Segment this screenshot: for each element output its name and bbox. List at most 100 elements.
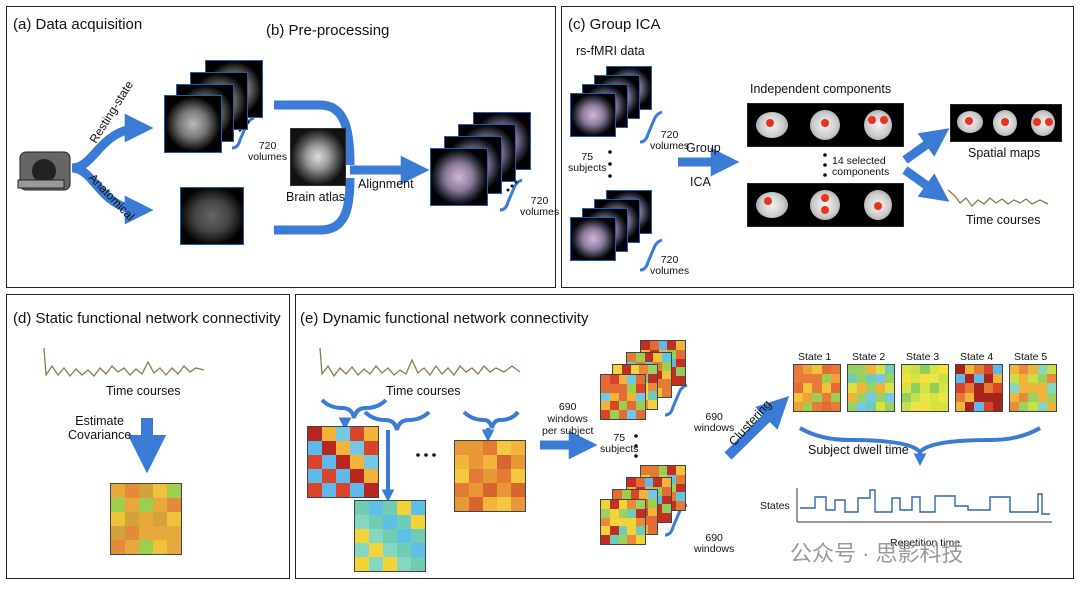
matrix-cell: [644, 478, 654, 487]
matrix-cell: [902, 383, 912, 393]
matrix-cell: [411, 515, 425, 529]
matrix-cell: [455, 497, 469, 511]
matrix-cell: [125, 498, 139, 512]
matrix-cell: [938, 374, 948, 384]
matrix-cell: [609, 410, 619, 419]
matrix-cell: [636, 383, 645, 393]
matrix-cell: [350, 441, 364, 455]
matrix-cell: [875, 401, 885, 411]
volumes-a: volumes: [248, 151, 288, 163]
matrix-cell: [983, 365, 993, 375]
matrix-cell: [866, 401, 876, 411]
windows-label-n1: 690: [705, 411, 723, 423]
matrix-cell: [875, 392, 885, 402]
matrix-cell: [618, 410, 628, 419]
matrix-cell: [497, 469, 511, 483]
subjects-n-e: 75: [613, 432, 626, 444]
matrix-cell: [920, 365, 930, 375]
matrix-cell: [609, 401, 619, 411]
matrix-cell: [364, 469, 378, 483]
matrix-cell: [322, 455, 336, 469]
matrix-cell: [857, 365, 867, 375]
matrix-cell: [609, 383, 619, 393]
ica-label: ICA: [690, 175, 711, 189]
matrix-cell: [812, 401, 822, 411]
matrix-cell: [618, 500, 628, 509]
matrix-cell: [641, 341, 650, 350]
matrix-cell: [794, 401, 804, 411]
matrix-cell: [139, 512, 153, 526]
matrix-cell: [821, 383, 831, 393]
matrix-cell: [497, 483, 511, 497]
matrix-cell: [609, 500, 619, 509]
matrix-cell: [601, 517, 610, 527]
volume-count-b: 720 volumes: [520, 196, 559, 218]
matrix-cell: [1037, 365, 1047, 375]
matrix-cell: [830, 392, 840, 402]
matrix-cell: [167, 484, 181, 498]
matrix-cell: [336, 455, 350, 469]
matrix-cell: [627, 500, 637, 509]
matrix-cell: [929, 392, 939, 402]
matrix-cell: [812, 383, 822, 393]
matrix-cell: [125, 526, 139, 540]
matrix-cell: [411, 501, 425, 515]
matrix-cell: [983, 383, 993, 393]
matrix-cell: [902, 374, 912, 384]
matrix-cell: [812, 374, 822, 384]
matrix-cell: [618, 535, 628, 544]
matrix-cell: [884, 392, 894, 402]
matrix-cell: [383, 515, 397, 529]
matrix-cell: [511, 483, 525, 497]
matrix-cell: [167, 540, 181, 554]
dwell-time-label: Subject dwell time: [808, 443, 909, 457]
matrix-cell: [308, 469, 322, 483]
time-courses-label-e: Time courses: [386, 384, 461, 398]
per-subject-word: per subject: [542, 425, 594, 437]
matrix-cell: [662, 478, 671, 487]
matrix-cell: [884, 383, 894, 393]
subjects-n-c: 75: [581, 151, 594, 163]
matrix-cell: [676, 341, 685, 350]
matrix-cell: [648, 400, 657, 409]
subject75-volume-4: [570, 217, 616, 261]
matrix-cell: [111, 512, 125, 526]
rs-fmri-label: rs-fMRI data: [576, 44, 645, 58]
matrix-cell: [662, 388, 671, 397]
matrix-cell: [630, 365, 640, 374]
matrix-cell: [676, 376, 685, 385]
matrix-cell: [662, 504, 671, 514]
matrix-cell: [627, 478, 636, 487]
matrix-cell: [167, 526, 181, 540]
matrix-cell: [369, 529, 383, 543]
state-3-label: State 3: [906, 351, 940, 363]
matrix-cell: [350, 427, 364, 441]
matrix-cell: [920, 401, 930, 411]
matrix-cell: [983, 401, 993, 411]
window-matrix-n: [454, 440, 526, 512]
selected-n: 14 selected: [832, 155, 886, 167]
matrix-cell: [497, 441, 511, 455]
matrix-cell: [636, 401, 645, 411]
brain-atlas-label: Brain atlas: [286, 190, 346, 204]
matrix-cell: [1046, 374, 1056, 384]
matrix-cell: [601, 410, 610, 419]
brain-atlas-image: [290, 128, 346, 186]
matrix-cell: [483, 483, 497, 497]
matrix-cell: [639, 365, 649, 374]
matrix-cell: [676, 501, 685, 510]
matrix-cell: [1010, 383, 1020, 393]
matrix-cell: [830, 401, 840, 411]
matrix-cell: [469, 441, 483, 455]
matrix-cell: [648, 391, 657, 401]
matrix-cell: [308, 427, 322, 441]
state-4-matrix: [955, 364, 1003, 412]
matrix-cell: [648, 373, 657, 383]
count-c1: 720: [660, 129, 679, 141]
matrix-cell: [483, 497, 497, 511]
matrix-cell: [648, 498, 657, 508]
matrix-cell: [397, 529, 411, 543]
matrix-cell: [636, 508, 645, 518]
matrix-cell: [609, 517, 619, 527]
